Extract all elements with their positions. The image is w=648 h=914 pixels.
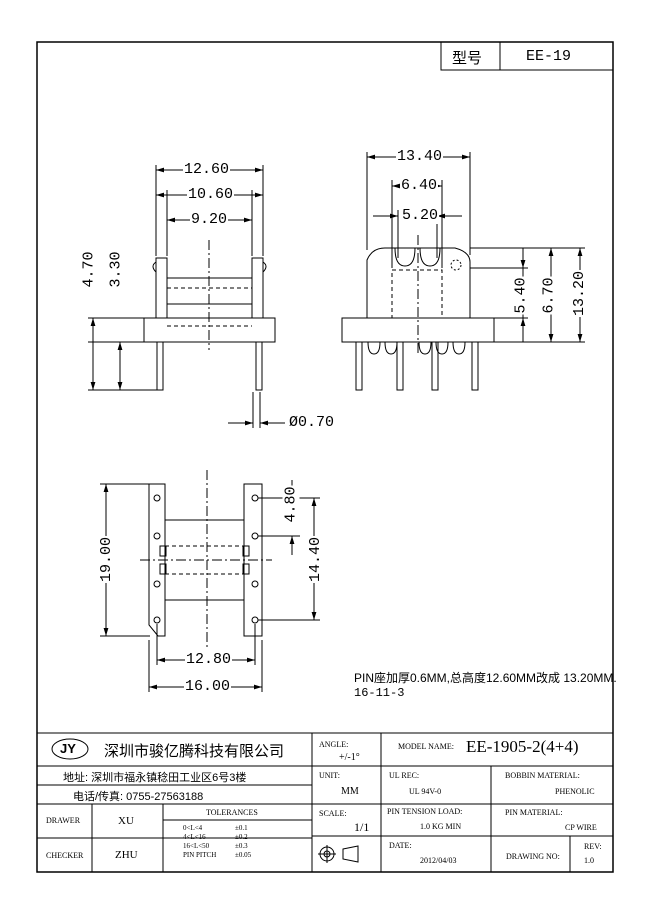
tolerances-label: TOLERANCES <box>206 808 258 817</box>
ul-label: UL REC: <box>389 771 420 780</box>
dim-4-70: 4.70 <box>80 250 98 289</box>
angle-value: +/-1° <box>339 752 360 763</box>
dim-12-60: 12.60 <box>183 161 231 178</box>
dim-5-40: 5.40 <box>512 276 530 315</box>
bottom-view <box>100 470 320 692</box>
title-model-value: EE-19 <box>526 48 572 65</box>
checker-label: CHECKER <box>46 851 84 860</box>
dim-5-20: 5.20 <box>401 207 440 224</box>
dim-19-00: 19.00 <box>98 535 116 584</box>
model-label: MODEL NAME: <box>398 742 454 751</box>
scale-value: 1/1 <box>354 820 370 834</box>
revision-note: PIN座加厚0.6MM,总高度12.60MM改成 13.20MM. <box>354 671 617 685</box>
dim-10-60: 10.60 <box>187 186 235 203</box>
date-value: 2012/04/03 <box>420 856 457 865</box>
revision-date: 16-11-3 <box>354 686 405 700</box>
drawer-label: DRAWER <box>46 816 81 825</box>
bobbin-material-label: BOBBIN MATERIAL: <box>505 771 580 780</box>
tol-range: PIN PITCH <box>183 851 217 859</box>
checker-value: ZHU <box>115 849 138 861</box>
dim-13-20: 13.20 <box>571 269 589 318</box>
unit-label: UNIT: <box>319 771 340 780</box>
tol-range: 16<L<50 <box>183 842 210 850</box>
model-title-box <box>440 41 614 71</box>
company-name: 深圳市骏亿腾科技有限公司 <box>104 743 285 760</box>
drawer-value: XU <box>118 815 134 827</box>
scale-label: SCALE: <box>319 809 347 818</box>
front-view <box>88 165 285 428</box>
pin-material-value: CP WIRE <box>565 823 597 832</box>
dim-4-80: 4.80 <box>282 485 300 524</box>
tol-value: ±0.3 <box>235 842 248 850</box>
dim-14-40: 14.40 <box>307 535 325 584</box>
pin-material-label: PIN MATERIAL: <box>505 808 563 817</box>
bobbin-material-value: PHENOLIC <box>555 787 595 796</box>
rev-label: REV: <box>584 842 602 851</box>
tol-value: ±0.05 <box>235 851 252 859</box>
dim-16-00: 16.00 <box>184 678 232 695</box>
tol-value: ±0.1 <box>235 824 248 832</box>
rev-value: 1.0 <box>584 856 594 865</box>
tol-range: 4<L<16 <box>183 833 206 841</box>
pin-tension-label: PIN TENSION LOAD: <box>387 807 463 816</box>
dim-6-70: 6.70 <box>540 276 558 315</box>
ul-value: UL 94V-0 <box>409 787 442 796</box>
company-phone: 电话/传真: 0755-27563188 <box>73 791 204 803</box>
dim-3-30: 3.30 <box>107 250 125 289</box>
title-block-lines <box>37 732 613 872</box>
pin-tension-value: 1.0 KG MIN <box>420 822 462 831</box>
outer-frame <box>36 41 614 873</box>
dim-9-20: 9.20 <box>190 211 229 228</box>
drawing-number-label: DRAWING NO: <box>506 852 560 861</box>
dim-6-40: 6.40 <box>400 177 439 194</box>
angle-label: ANGLE: <box>319 740 349 749</box>
unit-value: MM <box>341 786 359 797</box>
dim-12-80: 12.80 <box>185 651 233 668</box>
side-view <box>341 152 585 391</box>
company-address: 地址: 深圳市福永镇稔田工业区6号3楼 <box>63 772 247 784</box>
tol-value: ±0.2 <box>235 833 248 841</box>
date-label: DATE: <box>389 841 412 850</box>
tol-range: 0<L<4 <box>183 824 203 832</box>
model-value: EE-1905-2(4+4) <box>466 737 579 756</box>
title-label: 型号 <box>452 50 483 67</box>
dim-13-40: 13.40 <box>396 148 444 165</box>
company-logo: JY <box>60 741 76 756</box>
dim-pin-diameter: Ø0.70 <box>289 414 335 431</box>
